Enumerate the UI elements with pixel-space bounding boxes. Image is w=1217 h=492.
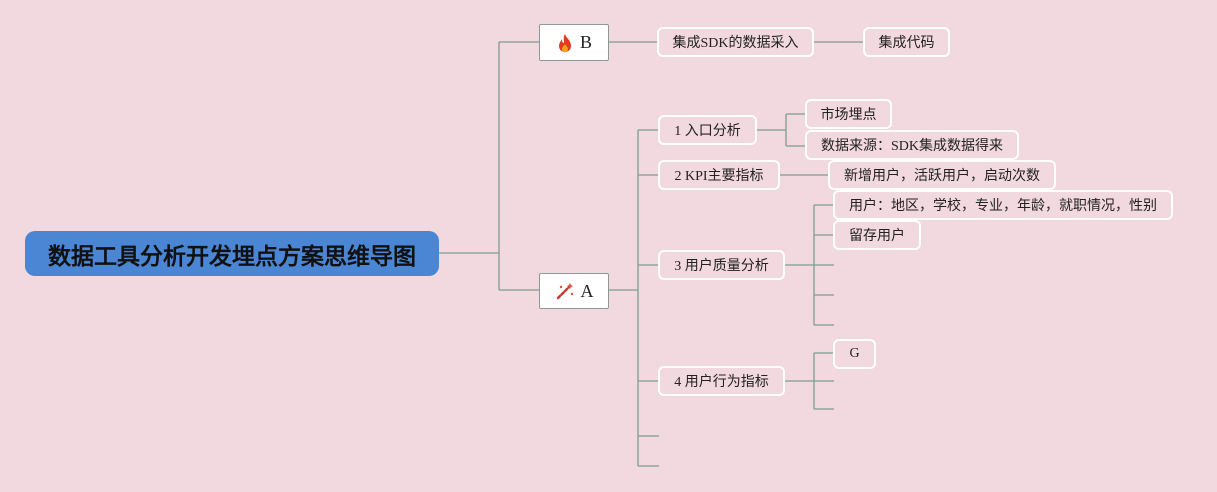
topic-3-child[interactable]: 用户：地区，学校，专业，年龄，就职情况，性别 xyxy=(833,190,1173,220)
topic-4-child[interactable]: G xyxy=(833,339,876,369)
root-topic[interactable]: 数据工具分析开发埋点方案思维导图 xyxy=(25,231,439,276)
topic-1-child[interactable]: 市场埋点 xyxy=(805,99,892,129)
b-child-node[interactable]: 集成SDK的数据采入 xyxy=(657,27,814,57)
branch-b-node[interactable]: B xyxy=(539,24,609,61)
fire-icon xyxy=(556,33,574,53)
topic-3-child[interactable]: 留存用户 xyxy=(833,220,921,250)
topic-kpi[interactable]: 2 KPI主要指标 xyxy=(658,160,780,190)
branch-a-label: A xyxy=(580,280,594,301)
topic-1-child[interactable]: 数据来源：SDK集成数据得来 xyxy=(805,130,1019,160)
magic-wand-icon xyxy=(555,281,575,301)
topic-2-child[interactable]: 新增用户，活跃用户，启动次数 xyxy=(828,160,1056,190)
topic-user-quality[interactable]: 3 用户质量分析 xyxy=(658,250,785,280)
branch-b-label: B xyxy=(579,32,592,52)
b-grandchild-node[interactable]: 集成代码 xyxy=(863,27,950,57)
topic-entry-analysis[interactable]: 1 入口分析 xyxy=(658,115,757,145)
branch-a-node[interactable]: A xyxy=(539,273,609,309)
topic-user-behavior[interactable]: 4 用户行为指标 xyxy=(658,366,785,396)
